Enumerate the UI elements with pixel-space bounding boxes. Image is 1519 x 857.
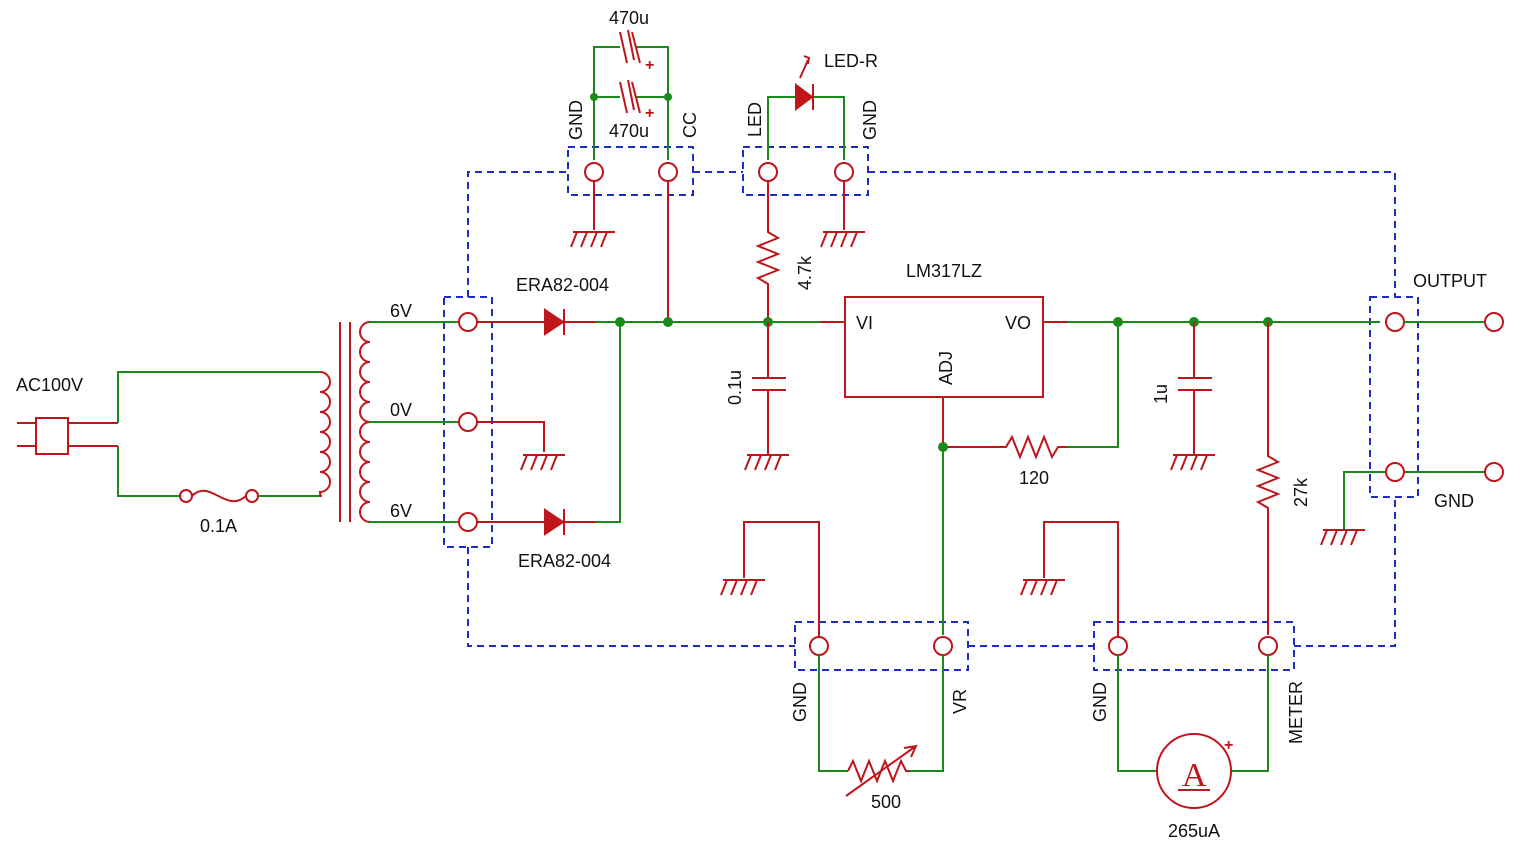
label-vi: VI [856, 313, 873, 333]
led-section [744, 55, 865, 471]
board-edge [467, 171, 1396, 647]
label-c-1u: 1u [1151, 384, 1171, 404]
label-led-pin: LED [745, 102, 765, 137]
diode-top-icon [544, 308, 565, 336]
ac-plug-icon [35, 417, 69, 455]
resistor-120-icon [942, 397, 1068, 460]
pin-cc-gnd [584, 162, 604, 182]
ac-input-section [17, 371, 322, 503]
label-fuse: 0.1A [200, 516, 237, 536]
meter-section [1020, 521, 1278, 809]
label-vr-gnd: GND [790, 682, 810, 722]
pin-led [758, 162, 778, 182]
pin-meter [1258, 636, 1278, 656]
transformer [318, 312, 478, 532]
label-adj: ADJ [936, 351, 956, 385]
label-tap-mid: 0V [390, 400, 412, 420]
pin-meter-gnd [1108, 636, 1128, 656]
plug-prongs [17, 422, 36, 447]
label-tap-top: 6V [390, 301, 412, 321]
label-led-r: LED-R [824, 51, 878, 71]
pin-6v-bottom [458, 512, 478, 532]
ground-icon-led [820, 231, 865, 248]
label-tap-bot: 6V [390, 501, 412, 521]
label-c-0u1: 0.1u [725, 370, 745, 405]
ground-icon-cin [744, 454, 789, 471]
board-outlines [443, 146, 1419, 671]
label-r-120: 120 [1019, 468, 1049, 488]
ammeter-letter: A [1182, 757, 1207, 794]
pin-vr-gnd [809, 636, 829, 656]
ground-icon-cc [570, 231, 615, 248]
ground-icon-output [1320, 529, 1365, 546]
led-icon [795, 83, 814, 111]
potentiometer-arrow [845, 744, 918, 797]
resistor-27k-icon [1255, 322, 1281, 635]
cap-0u1-icon [752, 322, 786, 455]
output-section [1320, 312, 1504, 546]
label-meter-gnd: GND [1090, 682, 1110, 722]
primary-winding [318, 371, 331, 497]
label-vr: VR [950, 689, 970, 714]
schematic-labels: AC100V 0.1A 6V 0V 6V ERA82-004 ERA82-004… [16, 8, 1487, 841]
gnd-0v-wire [477, 421, 545, 452]
ground-icon-0v [520, 454, 565, 471]
fuse-terminal-right [245, 489, 259, 503]
secondary-winding [359, 321, 371, 523]
label-r-4k7: 4.7k [795, 255, 815, 290]
label-led-gnd: GND [860, 100, 880, 140]
resistor-4k7-icon [755, 181, 781, 322]
cap-bot-plus: + [645, 105, 654, 122]
cap-470u-top-icon [619, 29, 641, 64]
label-output: OUTPUT [1413, 271, 1487, 291]
label-r-27k: 27k [1291, 477, 1311, 507]
regulator [820, 296, 1380, 635]
pin-cc [658, 162, 678, 182]
label-regulator: LM317LZ [906, 261, 982, 281]
output-terminal [1484, 312, 1504, 332]
cap-top-plus: + [645, 57, 654, 74]
label-diode-bot: ERA82-004 [518, 551, 611, 571]
ground-icon-vr [720, 579, 765, 596]
gnd-terminal [1484, 462, 1504, 482]
potentiometer-icon [847, 758, 910, 784]
label-vr-value: 500 [871, 792, 901, 812]
pin-output [1385, 312, 1405, 332]
label-cap-bot: 470u [609, 121, 649, 141]
cap-470u-bottom-icon [619, 79, 641, 114]
ground-icon-cout [1170, 454, 1215, 471]
cc-capacitors [570, 29, 678, 327]
rectifier [477, 308, 845, 536]
label-ac100v: AC100V [16, 375, 83, 395]
pin-6v-top [458, 312, 478, 332]
ground-icon-meter [1020, 579, 1065, 596]
pin-vr [933, 636, 953, 656]
label-cc-gnd: GND [566, 100, 586, 140]
diode-bottom-icon [544, 508, 565, 536]
pin-output-gnd [1385, 462, 1405, 482]
fuse-icon [191, 489, 247, 503]
label-ammeter-value: 265uA [1168, 821, 1220, 841]
pin-led-gnd [834, 162, 854, 182]
label-meter: METER [1286, 681, 1306, 744]
led-emit-arrow [799, 55, 811, 79]
cap-1u-icon [1178, 322, 1212, 455]
vr-section [720, 521, 953, 797]
label-out-gnd: GND [1434, 491, 1474, 511]
label-vo: VO [1005, 313, 1031, 333]
transformer-core [339, 322, 351, 522]
label-diode-top: ERA82-004 [516, 275, 609, 295]
label-cap-top: 470u [609, 8, 649, 28]
label-cc: CC [680, 112, 700, 138]
ammeter-plus: + [1224, 737, 1233, 754]
ammeter-icon [1156, 733, 1232, 809]
fuse-terminal-left [179, 489, 193, 503]
pin-0v [458, 412, 478, 432]
